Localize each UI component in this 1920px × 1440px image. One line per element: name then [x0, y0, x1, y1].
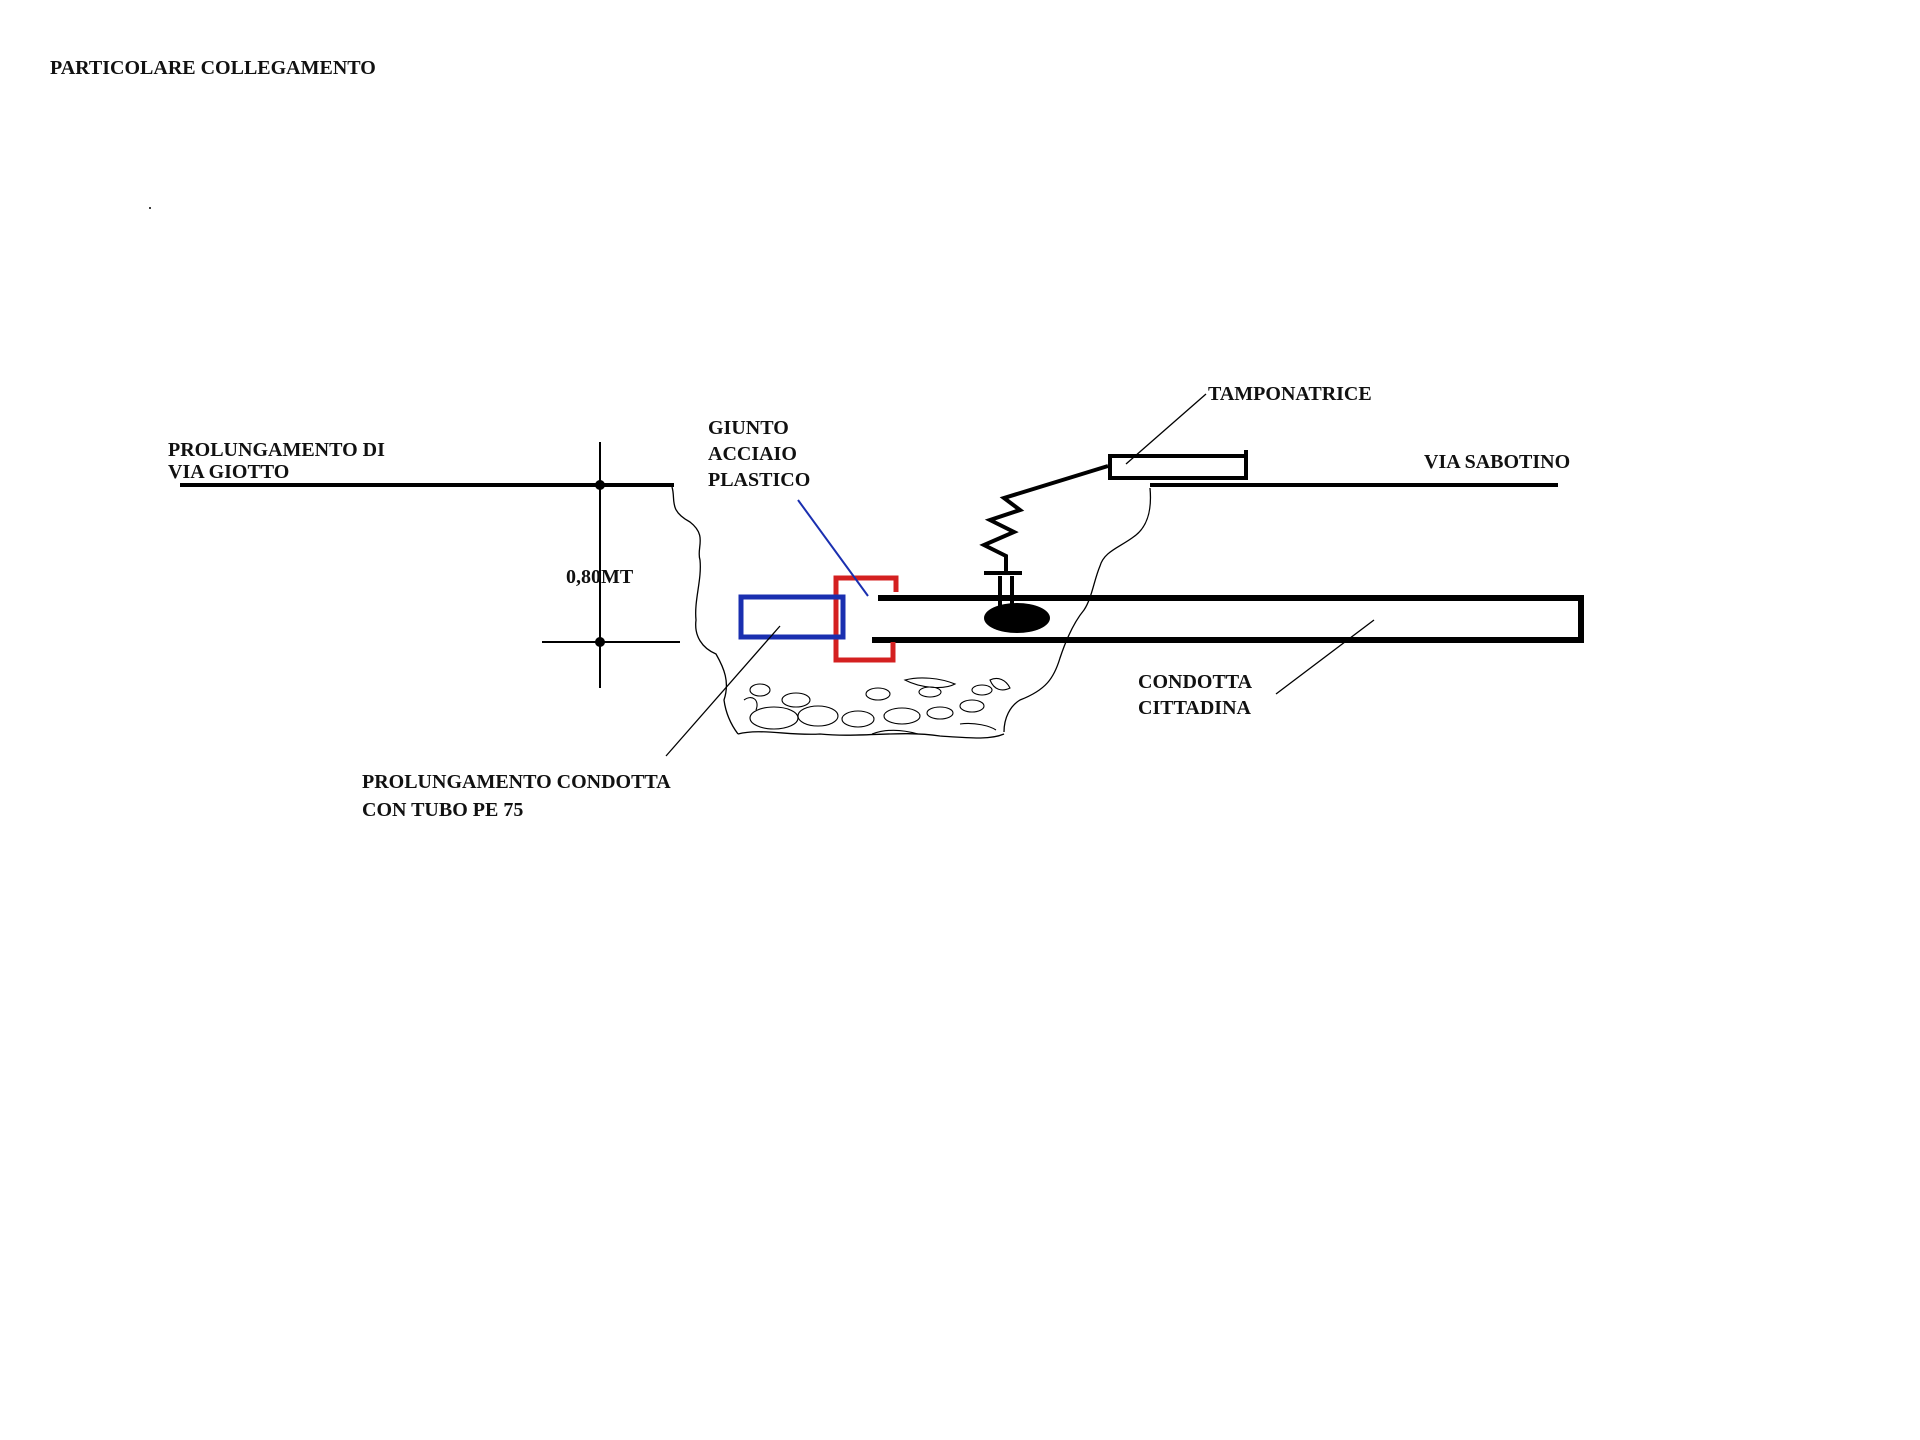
dimension-point-top — [595, 480, 605, 490]
label-condotta-line2: CITTADINA — [1138, 697, 1252, 719]
leader-prolungamento-condotta — [665, 625, 781, 757]
leader-giunto — [797, 499, 869, 597]
label-giunto-line1: GIUNTO — [708, 417, 789, 439]
excavation-wall-left — [671, 486, 739, 735]
label-giunto-line2: ACCIAIO — [708, 443, 797, 465]
label-condotta-line1: CONDOTTA — [1138, 671, 1253, 693]
label-tamponatrice: TAMPONATRICE — [1208, 383, 1372, 405]
excavation-wall-right — [1003, 487, 1152, 733]
stray-dot — [149, 207, 151, 209]
label-prolungamento-via-giotto-line2: VIA GIOTTO — [168, 461, 289, 483]
dimension-point-bottom — [595, 637, 605, 647]
steel-plastic-joint — [833, 575, 899, 663]
label-prolungamento-condotta-line2: CON TUBO PE 75 — [362, 799, 523, 821]
tapping-saddle — [984, 603, 1050, 633]
label-prolungamento-condotta-line1: PROLUNGAMENTO CONDOTTA — [362, 771, 671, 793]
drawing-title: PARTICOLARE COLLEGAMENTO — [50, 57, 376, 79]
gravel-bedding — [743, 677, 1011, 735]
excavation-bottom — [737, 731, 1005, 739]
label-prolungamento-via-giotto-line1: PROLUNGAMENTO DI — [168, 439, 385, 461]
stopper-linkage-arm — [979, 464, 1109, 573]
leader-tamponatrice — [1125, 393, 1207, 465]
leader-condotta-cittadina — [1275, 619, 1375, 695]
pe75-extension-pipe — [738, 594, 846, 640]
label-via-sabotino: VIA SABOTINO — [1424, 451, 1570, 473]
label-giunto-line3: PLASTICO — [708, 469, 810, 491]
label-depth: 0,80MT — [566, 566, 634, 588]
